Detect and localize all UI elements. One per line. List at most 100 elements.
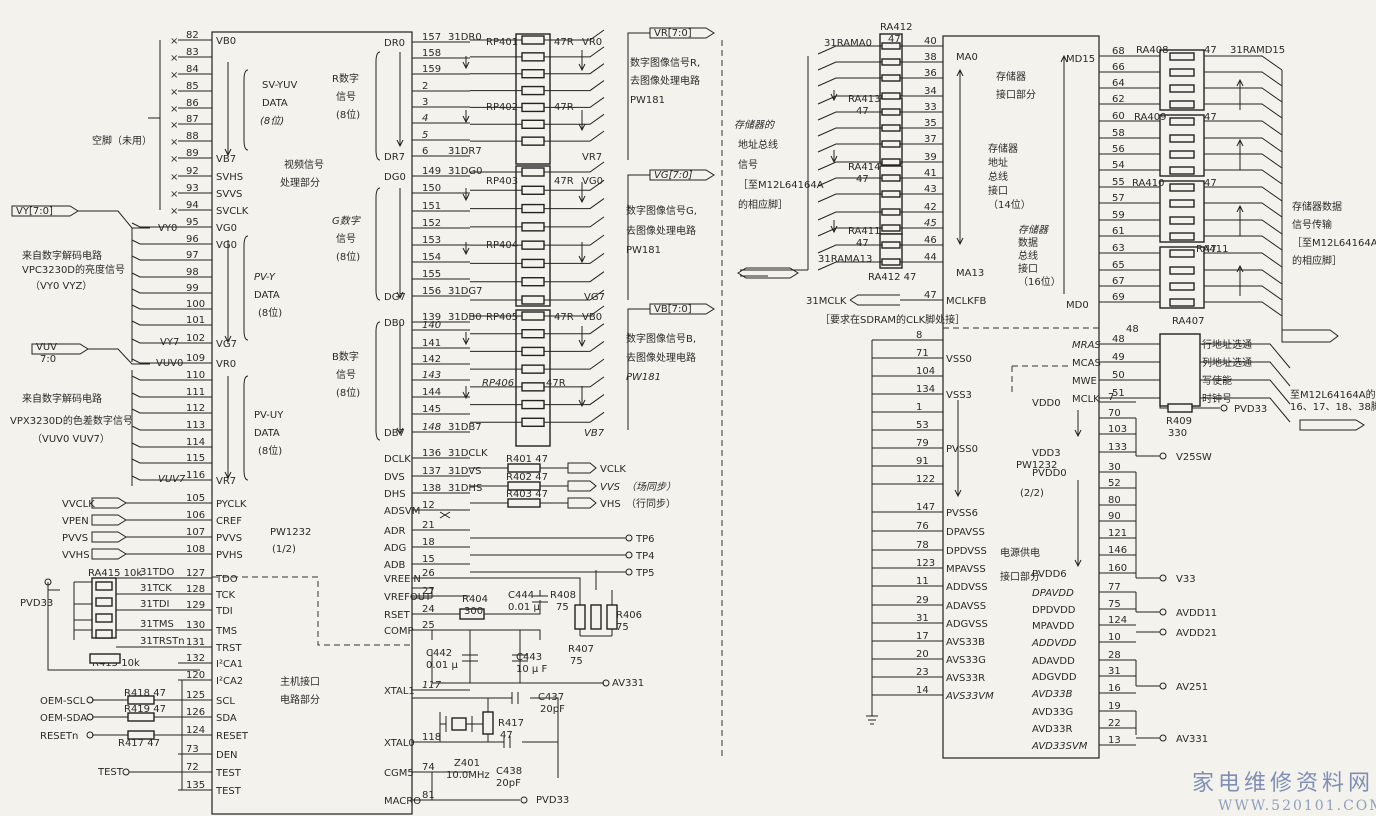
pin-124-name: RESET bbox=[216, 731, 249, 742]
vy-entry bbox=[131, 255, 178, 261]
data-note-1: 信号传输 bbox=[1292, 218, 1332, 231]
pin-137-name: DVS bbox=[384, 472, 405, 483]
pin-158-number: 158 bbox=[422, 48, 441, 59]
vy-entry bbox=[131, 288, 178, 294]
data-note-2: ［至M12L64164A bbox=[1292, 237, 1376, 249]
addr-wire bbox=[817, 211, 912, 221]
pin-88-number: 88 bbox=[186, 131, 199, 142]
input-label-vvclk: VVCLK bbox=[62, 499, 95, 510]
pin-156-number: 156 bbox=[422, 286, 441, 297]
data-res-element bbox=[1169, 100, 1195, 109]
pin-82-number: 82 bbox=[186, 30, 199, 41]
data-res-element bbox=[1169, 249, 1195, 258]
out-net-vg_nets1: VG7 bbox=[584, 292, 605, 303]
vdd-name-14: ADDVDD bbox=[1031, 638, 1077, 649]
vdd-pin-77: 77 bbox=[1108, 582, 1121, 593]
addr-res-element bbox=[881, 140, 901, 148]
data-wire bbox=[1204, 153, 1283, 169]
sync-port-2 bbox=[567, 497, 597, 509]
out-net-vr_nets0: VR0 bbox=[582, 37, 602, 48]
pin-150-number: 150 bbox=[422, 183, 441, 194]
net-31dvs: 31DVS bbox=[448, 466, 481, 477]
vdd-name-17: AVD33B bbox=[1031, 689, 1073, 700]
ma-pin-44: 44 bbox=[924, 252, 937, 263]
data-note-3: 的相应脚］ bbox=[1292, 254, 1342, 267]
pin-88-nc-mark: × bbox=[170, 137, 178, 148]
pin-129-name: TDI bbox=[215, 606, 233, 617]
vdd-name-4: PVDD0 bbox=[1032, 468, 1067, 479]
vdd-name-3: VDD3 bbox=[1032, 448, 1061, 459]
md-name-0: MD15 bbox=[1066, 54, 1095, 65]
data-wire bbox=[1204, 120, 1283, 136]
port-vr-label: VR[7:0] bbox=[654, 28, 692, 39]
pin-149-name: DG0 bbox=[384, 172, 406, 183]
addr-wire bbox=[817, 127, 912, 137]
tp-label-0: TP6 bbox=[635, 534, 655, 545]
addr-res-label-4: RA412 47 bbox=[868, 272, 916, 283]
vss-name-12: MPAVSS bbox=[946, 564, 986, 575]
pw1232-part2-body bbox=[942, 35, 1100, 759]
ma-pin-38: 38 bbox=[924, 52, 937, 63]
rp-element bbox=[521, 185, 545, 195]
r47-label: 47R bbox=[554, 176, 574, 187]
note-vuv-3: （VUV0 VUV7） bbox=[32, 433, 110, 445]
direction-arrow bbox=[224, 240, 232, 344]
pin-74-name: CGM5 bbox=[384, 768, 414, 779]
vss-pin-76: 76 bbox=[916, 521, 929, 532]
ctrl-name-0: MRAS bbox=[1072, 340, 1101, 351]
vdd-name-16: ADGVDD bbox=[1032, 672, 1077, 683]
port-vuv bbox=[31, 343, 89, 355]
pin-140-number: 140 bbox=[422, 320, 441, 331]
vdd-arrows bbox=[1074, 410, 1082, 568]
data-net-label: 31RAMD15 bbox=[1230, 45, 1285, 56]
vss-pin-122: 122 bbox=[916, 474, 935, 485]
data-res-label-2: RA410 bbox=[1132, 178, 1164, 189]
pin-102-name: VG7 bbox=[216, 339, 237, 350]
tp-label-1: TP4 bbox=[635, 551, 655, 562]
vdd-name-19: AVD33R bbox=[1032, 724, 1072, 735]
rp-wire bbox=[470, 46, 605, 58]
pvy-bits-label: (8位) bbox=[258, 306, 282, 319]
pin-97-number: 97 bbox=[186, 250, 199, 261]
pin-128-name: TCK bbox=[215, 590, 236, 601]
data-res-element bbox=[1169, 166, 1195, 175]
rp-label-5: RP406 bbox=[482, 378, 514, 389]
vuv-entry bbox=[131, 392, 178, 398]
out-net-vb_nets1: VB7 bbox=[584, 428, 605, 439]
pin-95-number: 95 bbox=[186, 217, 199, 228]
addr-note-1: 地址总线 bbox=[738, 138, 778, 151]
pin-142-number: 142 bbox=[422, 354, 441, 365]
data-wire bbox=[1204, 252, 1283, 268]
pin-86-number: 86 bbox=[186, 98, 199, 109]
data-wire bbox=[1204, 186, 1283, 202]
md-pin-69: 69 bbox=[1112, 292, 1125, 303]
ma-pin-36: 36 bbox=[924, 68, 937, 79]
jtag-net-3: 31TMS bbox=[140, 619, 174, 630]
sync-port-1 bbox=[567, 480, 597, 492]
vdd-pin-124: 124 bbox=[1108, 615, 1127, 626]
rp-element bbox=[521, 69, 545, 79]
md-pin-56: 56 bbox=[1112, 144, 1125, 155]
ctrl-pin-49: 49 bbox=[1112, 352, 1125, 363]
rail-v25sw: V25SW bbox=[1176, 452, 1212, 463]
jtag-net-2: 31TDI bbox=[140, 599, 169, 610]
vss-pin-91: 91 bbox=[916, 456, 929, 467]
vy-entry bbox=[131, 338, 178, 344]
pin-132-name: I²CA1 bbox=[216, 659, 243, 670]
pin-116-name: VR7 bbox=[216, 476, 236, 487]
data-wire bbox=[1204, 71, 1283, 87]
r417-ref: R417 bbox=[498, 718, 524, 729]
mem-section-1: 存储器 bbox=[996, 70, 1026, 83]
ra415-label: RA415 10k bbox=[88, 568, 142, 579]
pin-116-number: 116 bbox=[186, 470, 205, 481]
addr-res-val-2: 47 bbox=[856, 174, 869, 185]
vss-pin-14: 14 bbox=[916, 685, 929, 696]
power-rails: 7VDD070103133VDD330PVDD0528090121146160P… bbox=[1031, 392, 1217, 752]
vdd-pin-28: 28 bbox=[1108, 650, 1121, 661]
chip1-section-video-1: 视频信号 bbox=[284, 158, 324, 171]
pin-131-number: 131 bbox=[186, 637, 205, 648]
port-vy bbox=[11, 205, 79, 217]
ma-name-13: MA13 bbox=[956, 268, 984, 279]
mclk-net: 31MCLK bbox=[806, 296, 847, 307]
